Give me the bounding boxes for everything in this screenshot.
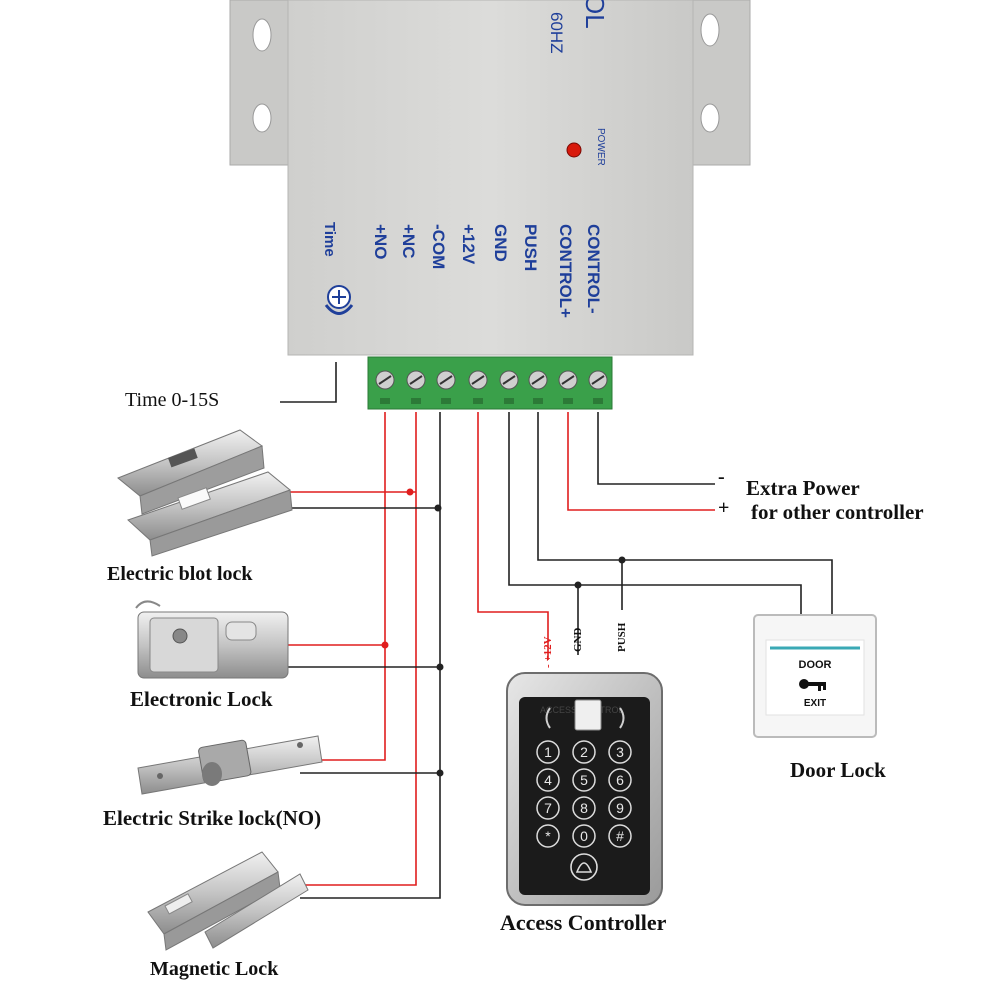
terminal-label: CONTROL+: [556, 224, 575, 318]
electronic-lock-label: Electronic Lock: [130, 687, 273, 711]
wire-12v: [477, 412, 549, 660]
keypad-key-label: *: [545, 828, 551, 844]
wire-gnd: [508, 412, 802, 617]
bell-button[interactable]: [570, 853, 598, 881]
magnetic-lock-label: Magnetic Lock: [150, 958, 279, 980]
mount-hole-left: [252, 18, 272, 52]
terminal-screw[interactable]: [375, 370, 395, 404]
terminal-screw[interactable]: [588, 370, 608, 404]
keypad-key-label: 3: [616, 744, 624, 760]
keypad-key[interactable]: 3: [608, 740, 632, 764]
time-knob-label: Time: [321, 222, 338, 257]
magnetic-lock-image: [147, 851, 309, 951]
keypad-key-label: 6: [616, 772, 624, 788]
extra-power-line2: for other controller: [751, 500, 924, 524]
keypad-key[interactable]: 9: [608, 796, 632, 820]
wire-push: [537, 412, 833, 617]
keypad-key-label: 7: [544, 800, 552, 816]
keypad-key[interactable]: 2: [572, 740, 596, 764]
power-controller: [229, 0, 751, 356]
wire-control-minus: [597, 412, 715, 485]
wire-push-label: PUSH: [616, 622, 628, 652]
keypad-key-label: 1: [544, 744, 552, 760]
terminal-screw[interactable]: [436, 370, 456, 404]
electric-bolt-lock-image: [117, 429, 293, 557]
time-pointer-line: [280, 362, 337, 403]
keypad-key[interactable]: 6: [608, 768, 632, 792]
keypad-key-label: 8: [580, 800, 588, 816]
wire-com: [300, 412, 441, 899]
wires: [280, 362, 833, 899]
time-knob[interactable]: [324, 285, 354, 315]
wire-12v-label: - +12V: [542, 636, 554, 668]
exit-text: EXIT: [804, 698, 826, 709]
keypad-key-label: 2: [580, 744, 588, 760]
extra-power-line1: Extra Power: [746, 476, 860, 500]
terminal-block: [367, 356, 613, 410]
terminal-screw[interactable]: [499, 370, 519, 404]
time-range-label: Time 0-15S: [125, 389, 220, 411]
extra-power-minus: -: [718, 466, 725, 488]
mount-hole-right-lower: [700, 103, 720, 133]
electric-strike-lock-image: [137, 735, 323, 795]
electric-strike-lock-label: Electric Strike lock(NO): [103, 806, 322, 830]
controller-title-fragment: OL: [580, 0, 610, 29]
power-label: POWER: [595, 128, 606, 166]
access-controller-label: Access Controller: [500, 910, 667, 935]
terminal-screw[interactable]: [558, 370, 578, 404]
terminal-screw[interactable]: [528, 370, 548, 404]
extra-power-plus: +: [718, 497, 730, 519]
controller-freq-label: 60HZ: [547, 12, 566, 54]
keypad-key-label: 9: [616, 800, 624, 816]
keypad-key[interactable]: 0: [572, 824, 596, 848]
mount-hole-left-lower: [252, 103, 272, 133]
keypad-key[interactable]: 5: [572, 768, 596, 792]
wire-nc: [300, 412, 417, 886]
terminal-label: +NO: [371, 224, 390, 260]
terminal-label: CONTROL-: [584, 224, 603, 314]
keypad-key-label: 4: [544, 772, 552, 788]
terminal-label: -COM: [429, 224, 448, 270]
terminal-label: GND: [491, 224, 510, 262]
terminal-screw[interactable]: [468, 370, 488, 404]
keypad-key[interactable]: 1: [536, 740, 560, 764]
mount-hole-right: [700, 13, 720, 47]
keypad-key-label: #: [616, 828, 624, 844]
keypad-key[interactable]: *: [536, 824, 560, 848]
keypad-key[interactable]: 4: [536, 768, 560, 792]
keypad-key-label: 5: [580, 772, 588, 788]
wire-control-plus: [567, 412, 715, 511]
card-reader-icon: [574, 699, 602, 731]
terminal-screw[interactable]: [406, 370, 426, 404]
wire-gnd-label: GND: [572, 627, 584, 652]
keypad-key[interactable]: #: [608, 824, 632, 848]
terminal-label: +12V: [459, 224, 478, 265]
keypad-key[interactable]: 7: [536, 796, 560, 820]
terminal-label: +NC: [399, 224, 418, 259]
wire-no: [280, 412, 386, 761]
controller-housing: [287, 0, 694, 356]
keypad-key-label: 0: [580, 828, 588, 844]
power-led: [566, 142, 582, 158]
wire-junctions: [381, 488, 626, 777]
electric-bolt-lock-label: Electric blot lock: [107, 563, 253, 585]
key-icon: [799, 679, 826, 691]
door-text: DOOR: [799, 659, 832, 671]
keypad-key[interactable]: 8: [572, 796, 596, 820]
electronic-lock-image: [135, 600, 289, 679]
door-lock-label: Door Lock: [790, 758, 886, 782]
terminal-label: PUSH: [521, 224, 540, 272]
door-exit-button: DOOR EXIT: [753, 614, 877, 738]
